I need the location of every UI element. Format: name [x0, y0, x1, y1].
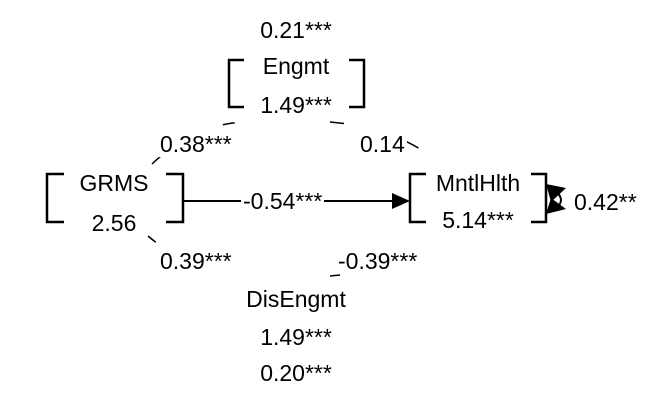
engmt-box-right-bracket	[349, 58, 366, 109]
mntlhlth-intercept: 5.14***	[442, 207, 514, 233]
path-grms-disengmt-label: 0.39***	[158, 248, 234, 274]
disengmt-intercept: 1.49***	[260, 324, 332, 350]
mntlhlth-residual: 0.42**	[574, 189, 637, 215]
mntlhlth-name: MntlHlth	[435, 170, 521, 196]
residual-arrowhead-bottom	[546, 198, 566, 214]
path-grms-mntlhlth-label: -0.54***	[241, 188, 325, 214]
residual-loop	[553, 189, 562, 211]
engmt-name: Engmt	[262, 53, 330, 79]
engmt-box-left-bracket	[227, 58, 244, 109]
mntlhlth-box-left-bracket	[408, 172, 426, 224]
grms-name: GRMS	[79, 170, 149, 196]
grms-value: 2.56	[91, 210, 137, 236]
path-disengmt-mntlhlth-label: -0.39***	[336, 248, 420, 274]
path-grms-mntlhlth-arrowhead	[392, 193, 410, 209]
disengmt-variance: 0.20***	[260, 360, 332, 386]
grms-box-right-bracket	[166, 172, 185, 224]
disengmt-name: DisEngmt	[246, 286, 346, 312]
engmt-intercept: 1.49***	[260, 92, 332, 118]
engmt-variance: 0.21***	[260, 17, 332, 43]
grms-box-left-bracket	[45, 172, 64, 224]
residual-arrowhead-top	[546, 184, 566, 202]
path-grms-engmt-label: 0.38***	[158, 131, 234, 157]
path-engmt-mntlhlth-label: 0.14	[358, 131, 407, 157]
mntlhlth-box-right-bracket	[531, 172, 548, 224]
